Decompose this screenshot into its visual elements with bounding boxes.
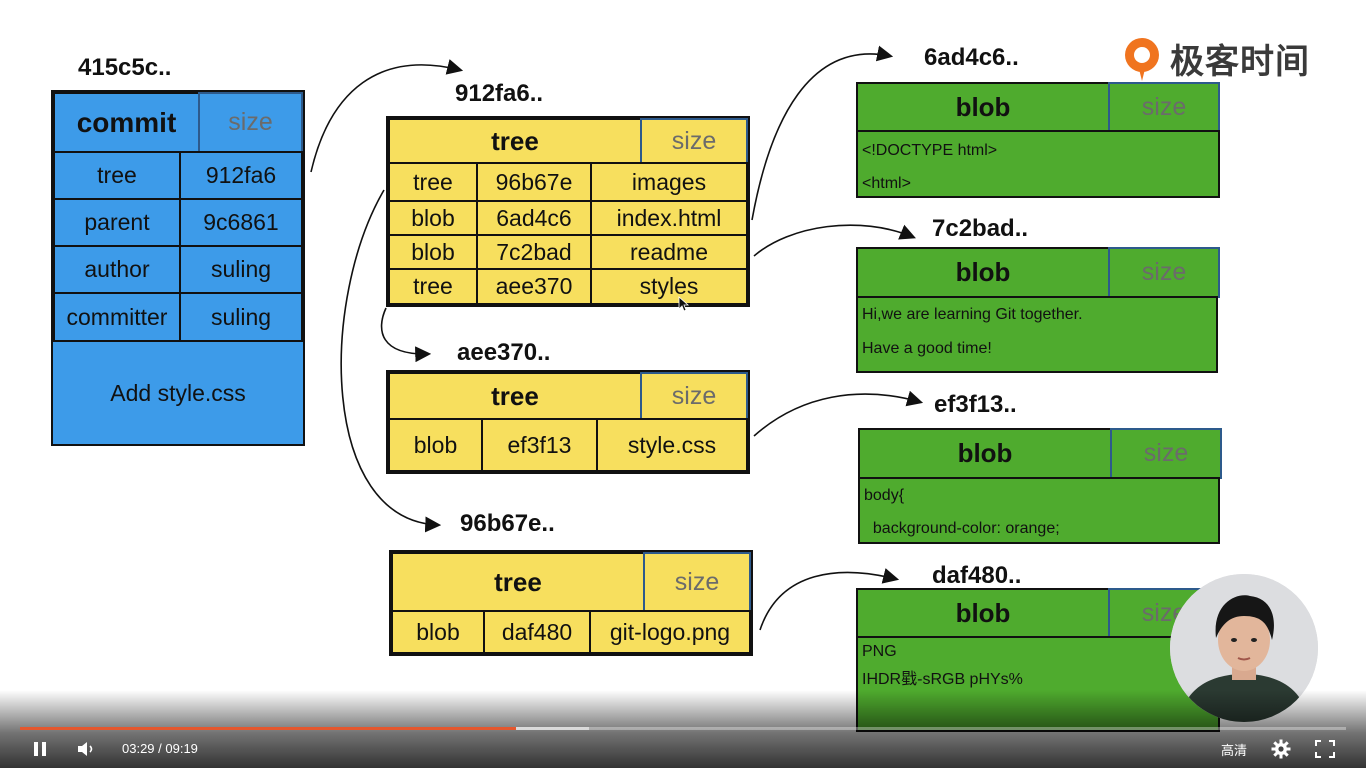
arrow-tree-to-blob-6ad4c6 [751, 45, 894, 221]
tree-object-96b67e: tree size blob daf480 git-logo.png [389, 550, 753, 656]
gear-icon [1271, 739, 1291, 759]
commit-size: size [198, 92, 303, 153]
blob-content-line: background-color: orange; [864, 520, 1060, 537]
arrow-aee370-to-ef3f13 [753, 390, 924, 437]
brand-name: 极客时间 [1170, 43, 1310, 81]
pause-button[interactable] [28, 738, 52, 760]
blob-hash: 7c2bad.. [932, 215, 1029, 242]
commit-row-key: parent [53, 198, 181, 247]
tree-size: size [640, 372, 748, 420]
brand-logo-icon [1125, 37, 1159, 81]
blob-type: blob [858, 428, 1112, 479]
blob-content-line: Have a good time! [862, 340, 992, 357]
commit-row-key: committer [53, 292, 181, 342]
blob-type: blob [856, 247, 1110, 298]
commit-object: commit size tree 912fa6 parent 9c6861 au… [51, 90, 305, 446]
tree-entry-hash: ef3f13 [481, 418, 598, 472]
brand-logo: 极客时间 [1120, 34, 1310, 83]
commit-row-value: suling [179, 292, 303, 342]
volume-icon [78, 742, 93, 756]
tree-hash: aee370.. [457, 339, 551, 366]
tree-object-aee370: tree size blob ef3f13 style.css [386, 370, 750, 474]
commit-row-value: suling [179, 245, 303, 294]
tree-hash: 912fa6.. [455, 80, 544, 107]
blob-content-line: PNG [862, 643, 897, 660]
arrow-tree-to-96b67e [340, 189, 442, 533]
tree-entry-name: images [590, 162, 748, 202]
arrow-commit-to-tree [310, 59, 464, 173]
tree-size: size [640, 118, 748, 164]
commit-row-value: 912fa6 [179, 151, 303, 200]
tree-entry-name: styles [590, 268, 748, 305]
commit-hash: 415c5c.. [78, 54, 172, 81]
tree-object-912fa6: tree size tree 96b67e images blob 6ad4c6… [386, 116, 750, 307]
blob-hash: ef3f13.. [934, 391, 1017, 418]
blob-size: size [1108, 247, 1220, 298]
tree-entry-mode: blob [391, 610, 485, 654]
blob-hash: daf480.. [932, 562, 1022, 589]
blob-object-7c2bad: blob size Hi,we are learning Git togethe… [856, 247, 1220, 373]
settings-button[interactable] [1269, 737, 1293, 761]
blob-type: blob [856, 82, 1110, 132]
tree-entry-mode: blob [388, 234, 478, 270]
volume-button[interactable] [74, 738, 100, 760]
tree-entry-name: readme [590, 234, 748, 270]
commit-message: Add style.css [53, 340, 303, 444]
blob-content: Hi,we are learning Git together. Have a … [856, 296, 1218, 373]
tree-entry-hash: daf480 [483, 610, 591, 654]
tree-entry-hash: 96b67e [476, 162, 592, 202]
blob-size: size [1110, 428, 1222, 479]
blob-content-line: <!DOCTYPE html> [862, 142, 998, 159]
tree-entry-hash: 7c2bad [476, 234, 592, 270]
commit-type: commit [53, 92, 200, 153]
mouse-cursor-icon [678, 296, 690, 312]
blob-content: body{ background-color: orange; [858, 477, 1220, 544]
arrow-96b67e-to-daf480 [759, 568, 900, 631]
blob-content-line: <html> [862, 175, 911, 192]
tree-entry-name: git-logo.png [589, 610, 751, 654]
tree-entry-hash: 6ad4c6 [476, 200, 592, 236]
tree-entry-mode: tree [388, 162, 478, 202]
tree-type: tree [391, 552, 645, 612]
blob-content-line: Hi,we are learning Git together. [862, 306, 1083, 323]
arrow-tree-to-aee370 [380, 307, 432, 363]
quality-button[interactable]: 高清 [1220, 742, 1247, 758]
played-bar [20, 727, 516, 730]
commit-row-key: author [53, 245, 181, 294]
blob-content-line: body{ [864, 487, 905, 504]
tree-entry-mode: blob [388, 200, 478, 236]
blob-object-6ad4c6: blob size <!DOCTYPE html> <html> [856, 82, 1220, 198]
tree-type: tree [388, 372, 642, 420]
blob-content-line: IHDR戥-sRGB pHYs% [862, 671, 1023, 688]
tree-type: tree [388, 118, 642, 164]
commit-row-value: 9c6861 [179, 198, 303, 247]
tree-entry-name: index.html [590, 200, 748, 236]
tree-entry-mode: tree [388, 268, 478, 305]
fullscreen-button[interactable] [1313, 738, 1337, 760]
arrow-tree-to-blob-7c2bad [753, 224, 916, 257]
blob-type: blob [856, 588, 1110, 638]
progress-track[interactable] [20, 727, 1346, 730]
commit-row-key: tree [53, 151, 181, 200]
blob-size: size [1108, 82, 1220, 132]
tree-entry-name: style.css [596, 418, 748, 472]
pause-icon [34, 742, 46, 756]
tree-entry-mode: blob [388, 418, 483, 472]
blob-object-ef3f13: blob size body{ background-color: orange… [858, 428, 1222, 544]
tree-entry-hash: aee370 [476, 268, 592, 305]
tree-hash: 96b67e.. [460, 510, 555, 537]
fullscreen-icon [1315, 740, 1335, 758]
playback-time: 03:29 / 09:19 [122, 741, 198, 756]
blob-content: <!DOCTYPE html> <html> [856, 130, 1220, 198]
blob-hash: 6ad4c6.. [924, 44, 1019, 71]
tree-size: size [643, 552, 751, 612]
